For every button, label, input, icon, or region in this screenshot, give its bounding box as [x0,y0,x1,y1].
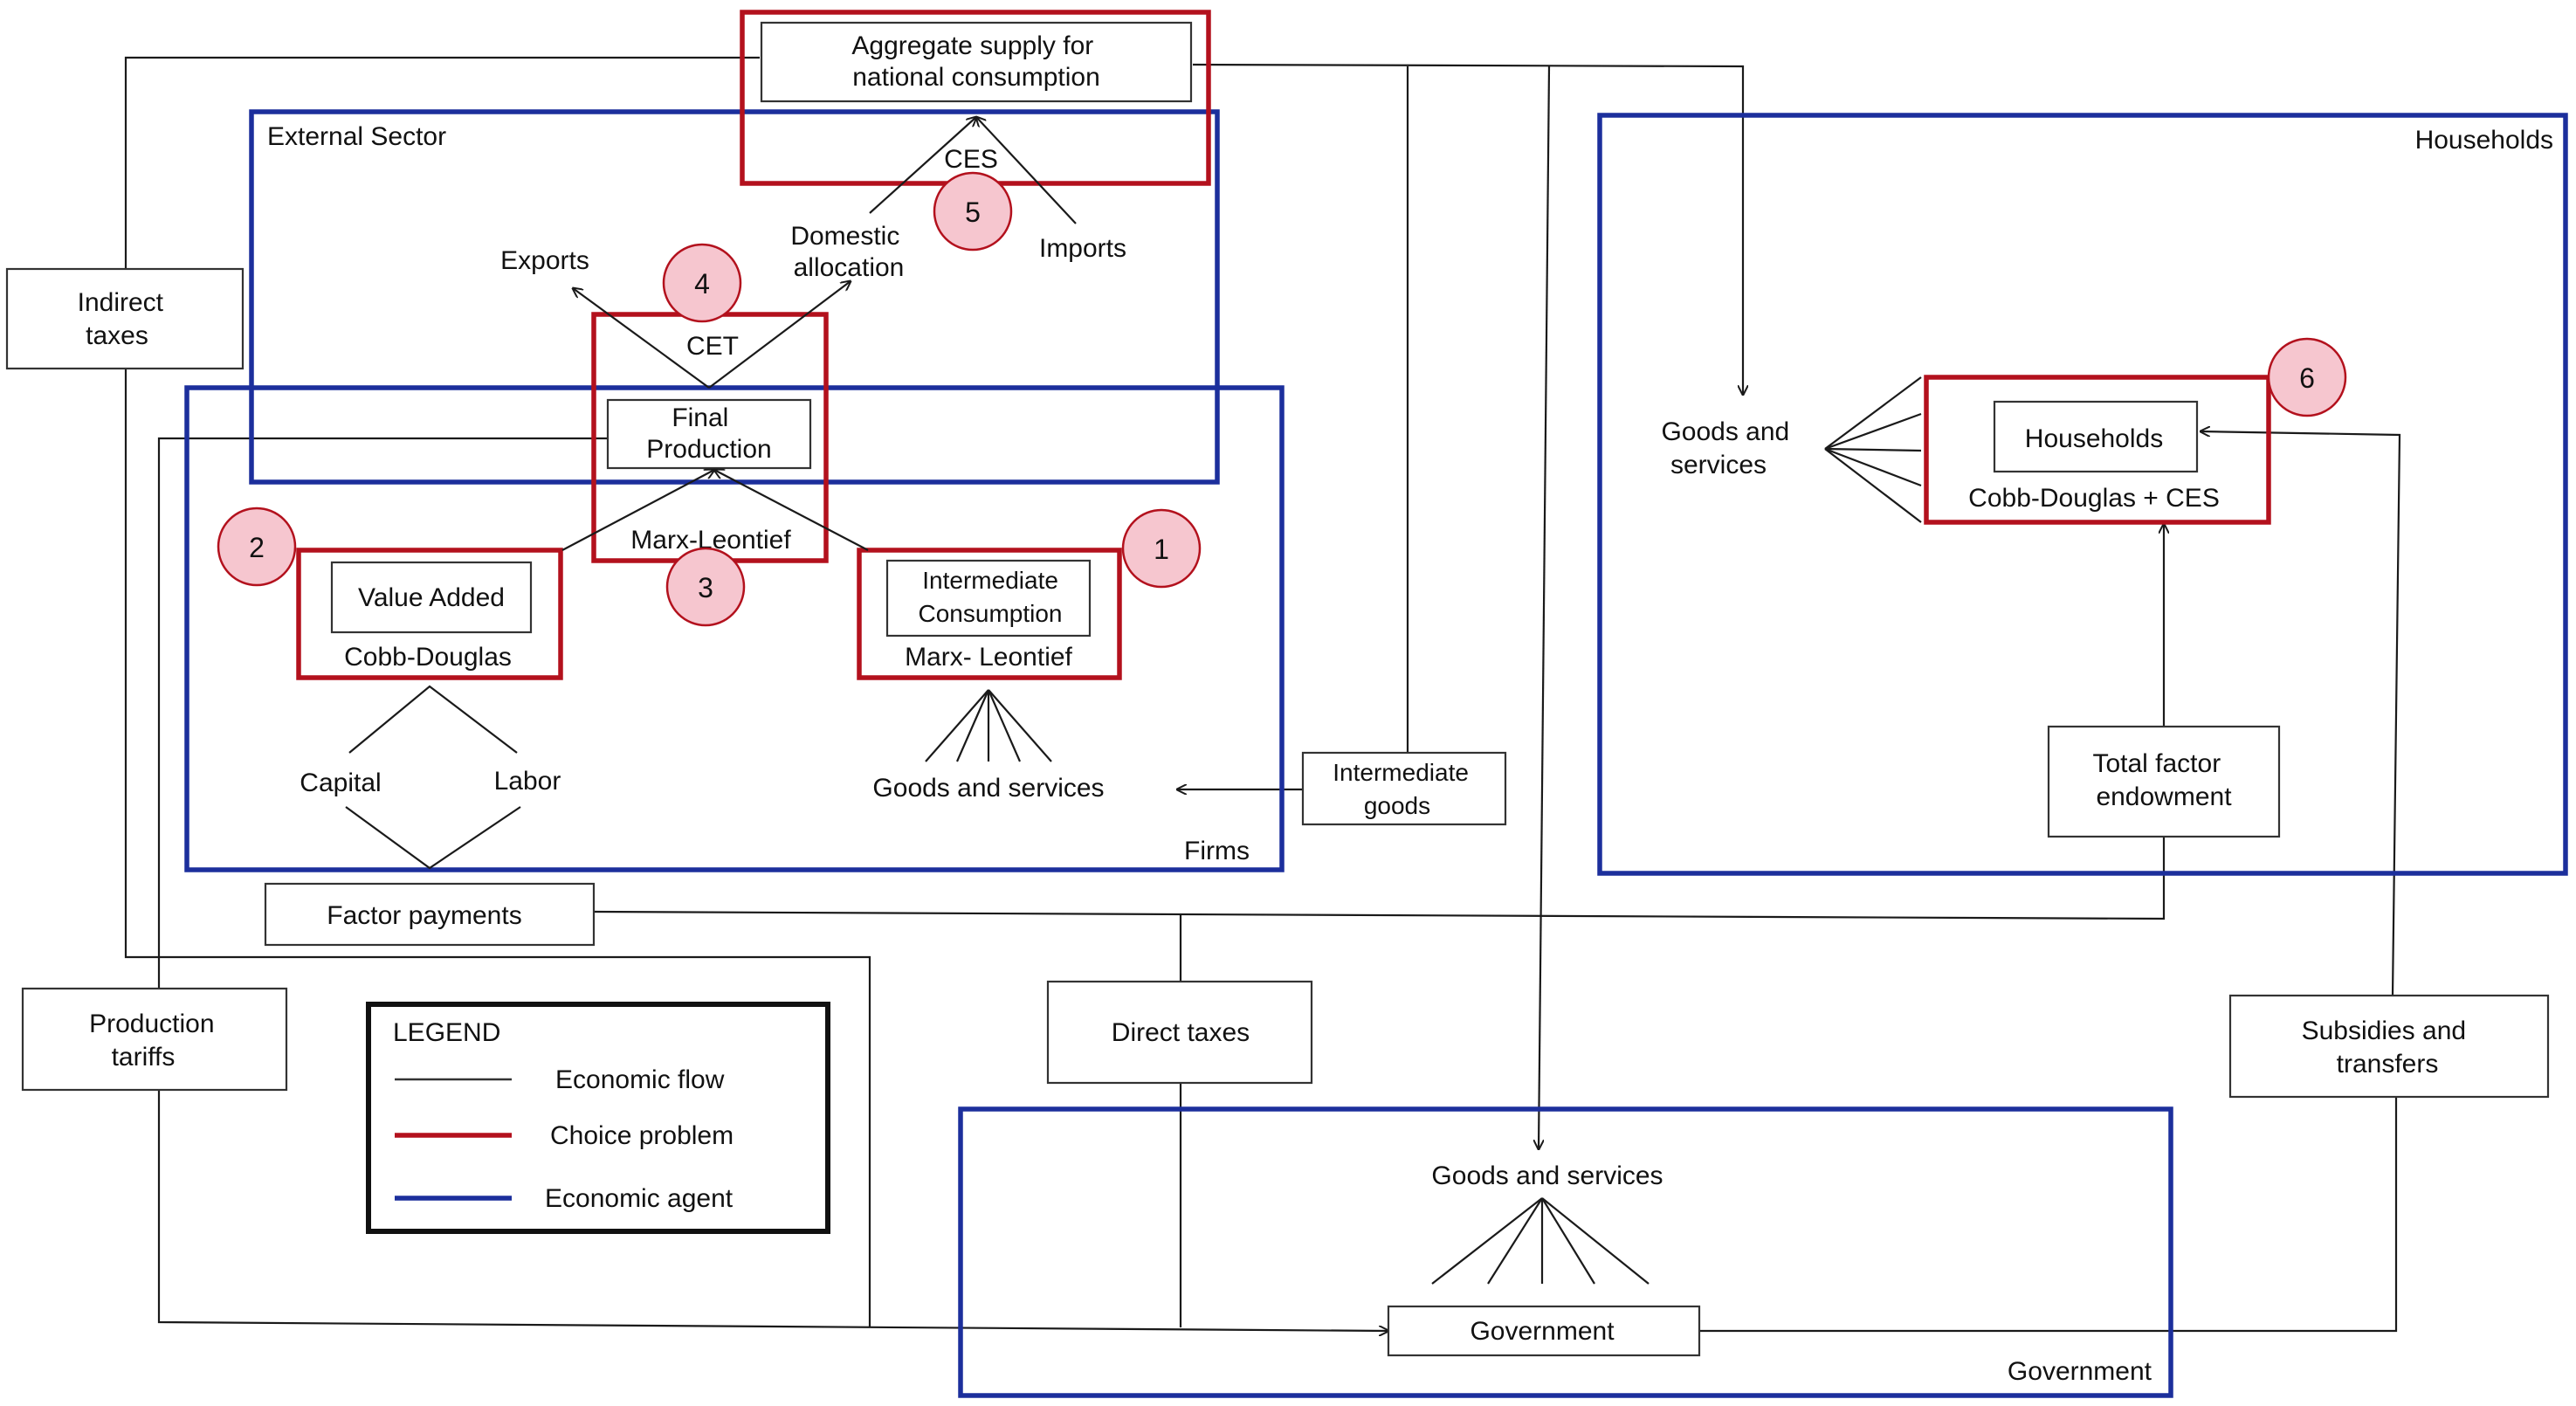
legend-label-agent: Economic agent [545,1184,734,1213]
government-agent-label: Government [2008,1357,2152,1386]
intermediate-goods-box [1301,751,1507,826]
ces-branch-domestic [869,117,976,214]
firms-goods-fan [925,689,1052,762]
legend-label-choice: Choice problem [550,1121,734,1150]
total-factor-endowment-label: Total factor endowment [2092,749,2232,811]
marx-leontief-ic-label: Marx- Leontief [905,643,1072,672]
flow-supply-to-government [1539,65,1551,1149]
households-label: Households [2025,424,2163,453]
exports-label: Exports [500,246,589,275]
aggregate-supply-label: Aggregate supply for national consumptio… [851,31,1100,92]
leontief-branch-ic [714,470,869,551]
subsidies-transfers-box [2228,994,2550,1099]
svg-text:1: 1 [1154,534,1169,565]
households-goods-fan [1824,376,1922,523]
aggregate-supply-box [760,21,1193,103]
ces-label: CES [944,145,998,174]
indirect-taxes-label: Indirect taxes [78,288,171,350]
domestic-allocation-label: Domestic allocation [790,222,906,282]
subsidies-transfers-label: Subsidies and transfers [2302,1017,2474,1079]
badge-5: 5 [933,171,1013,252]
flow-production-tariffs [157,437,1388,1331]
capital-label: Capital [300,768,381,797]
value-added-box [330,561,533,634]
cet-branch-exports [573,288,710,389]
badge-6: 6 [2267,337,2347,417]
total-factor-endowment-box [2047,725,2281,838]
agent-government [958,1106,2173,1398]
badge-2: 2 [217,507,297,587]
factor-payments-box [264,882,596,947]
legend-title: LEGEND [393,1018,500,1047]
labor-label: Labor [494,767,561,796]
imports-label: Imports [1039,234,1126,263]
direct-taxes-label: Direct taxes [1112,1018,1250,1047]
choice-intermediate-consumption [857,548,1122,680]
legend: LEGEND Economic flow Choice problem Econ… [366,1002,830,1234]
factor-payments-label: Factor payments [327,901,521,930]
intermediate-goods-label: Intermediate goods [1333,759,1475,819]
legend-frame [366,1002,830,1234]
svg-text:2: 2 [249,532,265,563]
firms-label: Firms [1184,837,1250,865]
badge-1: 1 [1121,508,1202,589]
goods-services-households-label: Goods and services [1661,417,1796,479]
flow-indirect-taxes [124,56,871,1327]
leontief-branch-va [561,470,714,551]
svg-text:3: 3 [698,572,713,603]
value-added-label: Value Added [358,583,505,612]
direct-taxes-box [1046,980,1313,1085]
government-label: Government [1470,1317,1615,1346]
cet-branch-domestic [708,281,851,389]
svg-text:4: 4 [694,268,710,300]
capital-labor-diamond-top [348,685,518,754]
economic-flows [124,56,2401,1333]
choice-value-added [296,548,563,680]
government-goods-fan [1431,1197,1650,1285]
legend-label-flow: Economic flow [555,1065,725,1094]
agent-firms [184,385,1285,872]
cobb-douglas-label: Cobb-Douglas [344,643,512,672]
indirect-taxes-box [5,267,245,370]
external-sector-label: External Sector [267,122,446,151]
final-production-box [606,398,812,470]
intermediate-consumption-label: Intermediate Consumption [919,567,1065,627]
ces-branch-imports [976,117,1077,224]
production-tariffs-box [21,987,288,1092]
flow-supply-to-households [1192,63,1743,395]
agent-external-sector [249,109,1220,485]
badge-3: 3 [665,547,746,627]
households-box [1993,400,2199,473]
government-box [1387,1305,1701,1357]
svg-text:5: 5 [965,196,981,228]
goods-services-firms-label: Goods and services [872,774,1104,803]
choice-households [1924,375,2271,525]
svg-text:6: 6 [2299,362,2315,394]
households-agent-label: Households [2415,126,2553,155]
agent-households [1597,113,2568,876]
flow-subsidies-to-households [2201,431,2401,996]
flow-government-subsidies [1699,1095,2398,1333]
cet-label: CET [686,332,739,361]
production-tariffs-label: Production tariffs [89,1010,222,1072]
flow-factor-payments [593,837,2166,920]
goods-services-government-label: Goods and services [1431,1161,1663,1190]
capital-labor-diamond-bottom [345,806,521,870]
final-production-label: Final Production [646,403,771,464]
badge-4: 4 [662,243,742,323]
intermediate-consumption-box [885,559,1092,638]
cobb-douglas-ces-label: Cobb-Douglas + CES [1968,484,2220,513]
